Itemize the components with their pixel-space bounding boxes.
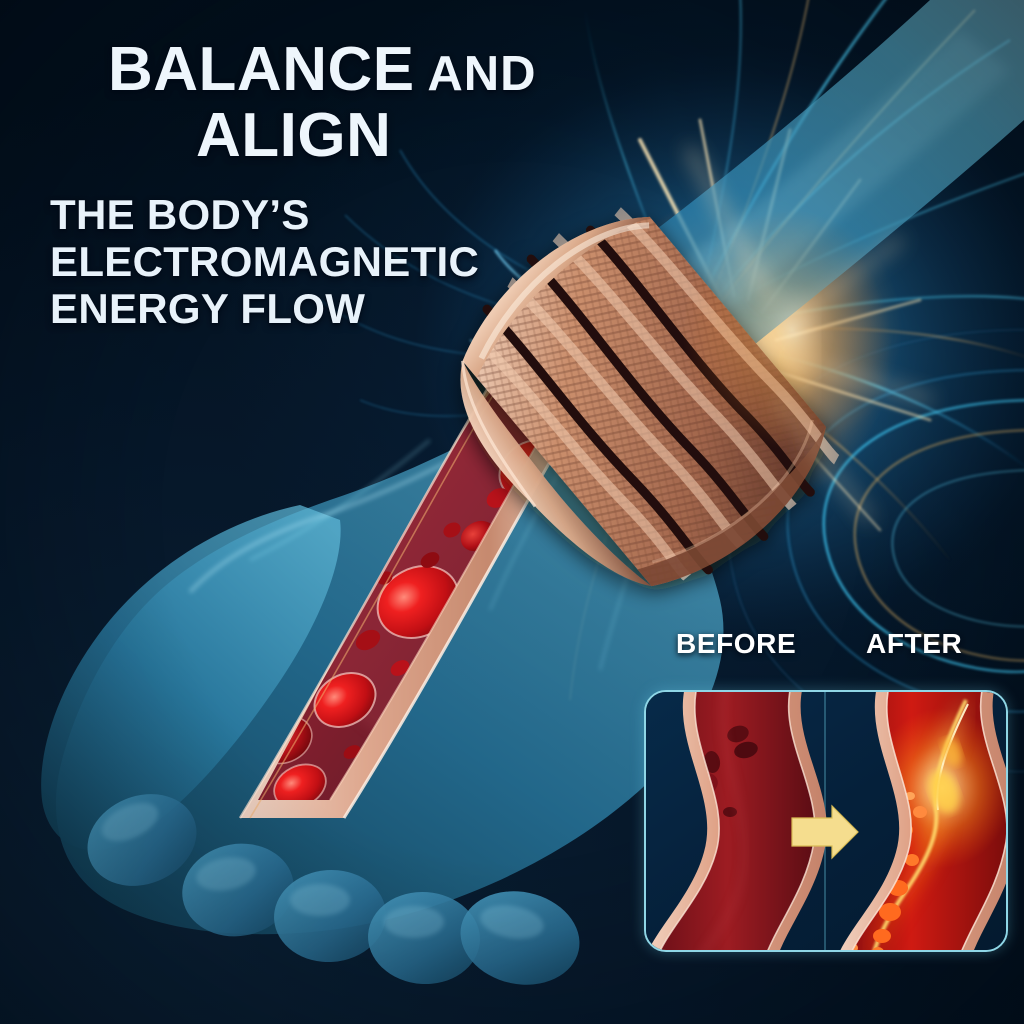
inset-vessels-svg (646, 692, 1006, 950)
title-balance: BALANCE (108, 35, 415, 104)
before-after-inset: BEFORE AFTER (644, 618, 1008, 952)
subtitle-line-3: ENERGY FLOW (50, 285, 366, 333)
title-and: AND (414, 47, 537, 101)
inset-frame (644, 690, 1008, 952)
title-line-1: BALANCE AND (0, 39, 620, 101)
title-line-2: ALIGN (196, 100, 392, 170)
label-after: AFTER (866, 628, 963, 659)
subtitle-block: THE BODY’S ELECTROMAGNETIC ENERGY FLOW (0, 191, 620, 332)
label-before: BEFORE (676, 628, 797, 659)
subtitle-line-2: ELECTROMAGNETIC (50, 238, 480, 286)
inset-label-row: BEFORE AFTER (644, 618, 1006, 674)
headline-block: BALANCE AND ALIGN THE BODY’S ELECTROMAGN… (0, 39, 620, 333)
subtitle-line-1: THE BODY’S (50, 191, 310, 239)
